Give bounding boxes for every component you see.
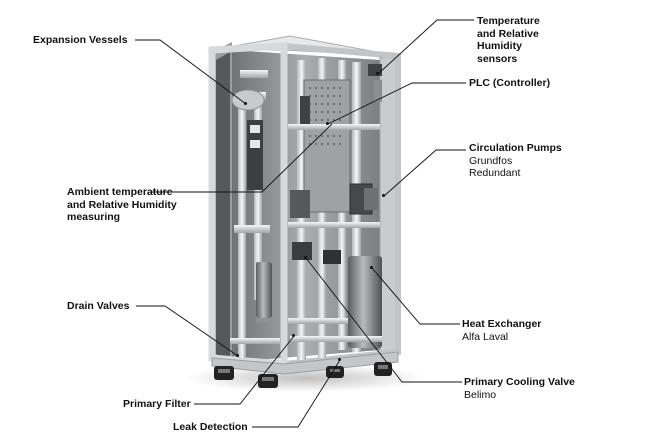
label-expansion-vessels: Expansion Vessels bbox=[33, 34, 128, 46]
label-leak-detection: Leak Detection bbox=[173, 421, 248, 433]
pointer-dot bbox=[326, 122, 329, 125]
label-heat-exchanger: Heat Exchanger Alfa Laval bbox=[462, 318, 542, 343]
label-circulation-pumps: Circulation Pumps Grundfos Redundant bbox=[469, 142, 562, 179]
pointer-dot bbox=[338, 358, 341, 361]
label-primary-filter: Primary Filter bbox=[123, 398, 191, 410]
pointer-dot bbox=[236, 354, 239, 357]
label-ambient-measuring: Ambient temperature and Relative Humidit… bbox=[67, 186, 177, 223]
label-primary-cooling-valve: Primary Cooling Valve Belimo bbox=[464, 376, 575, 401]
pointer-dot bbox=[304, 256, 307, 259]
label-plc: PLC (Controller) bbox=[469, 77, 551, 89]
pointer-dot bbox=[382, 194, 385, 197]
label-temperature-rh-sensors: Temperature and Relative Humidity sensor… bbox=[477, 15, 540, 65]
pointer-dot bbox=[244, 102, 247, 105]
pointer-dot bbox=[292, 334, 295, 337]
label-drain-valves: Drain Valves bbox=[67, 300, 130, 312]
pointer-dot bbox=[370, 266, 373, 269]
pointer-dot bbox=[376, 72, 379, 75]
